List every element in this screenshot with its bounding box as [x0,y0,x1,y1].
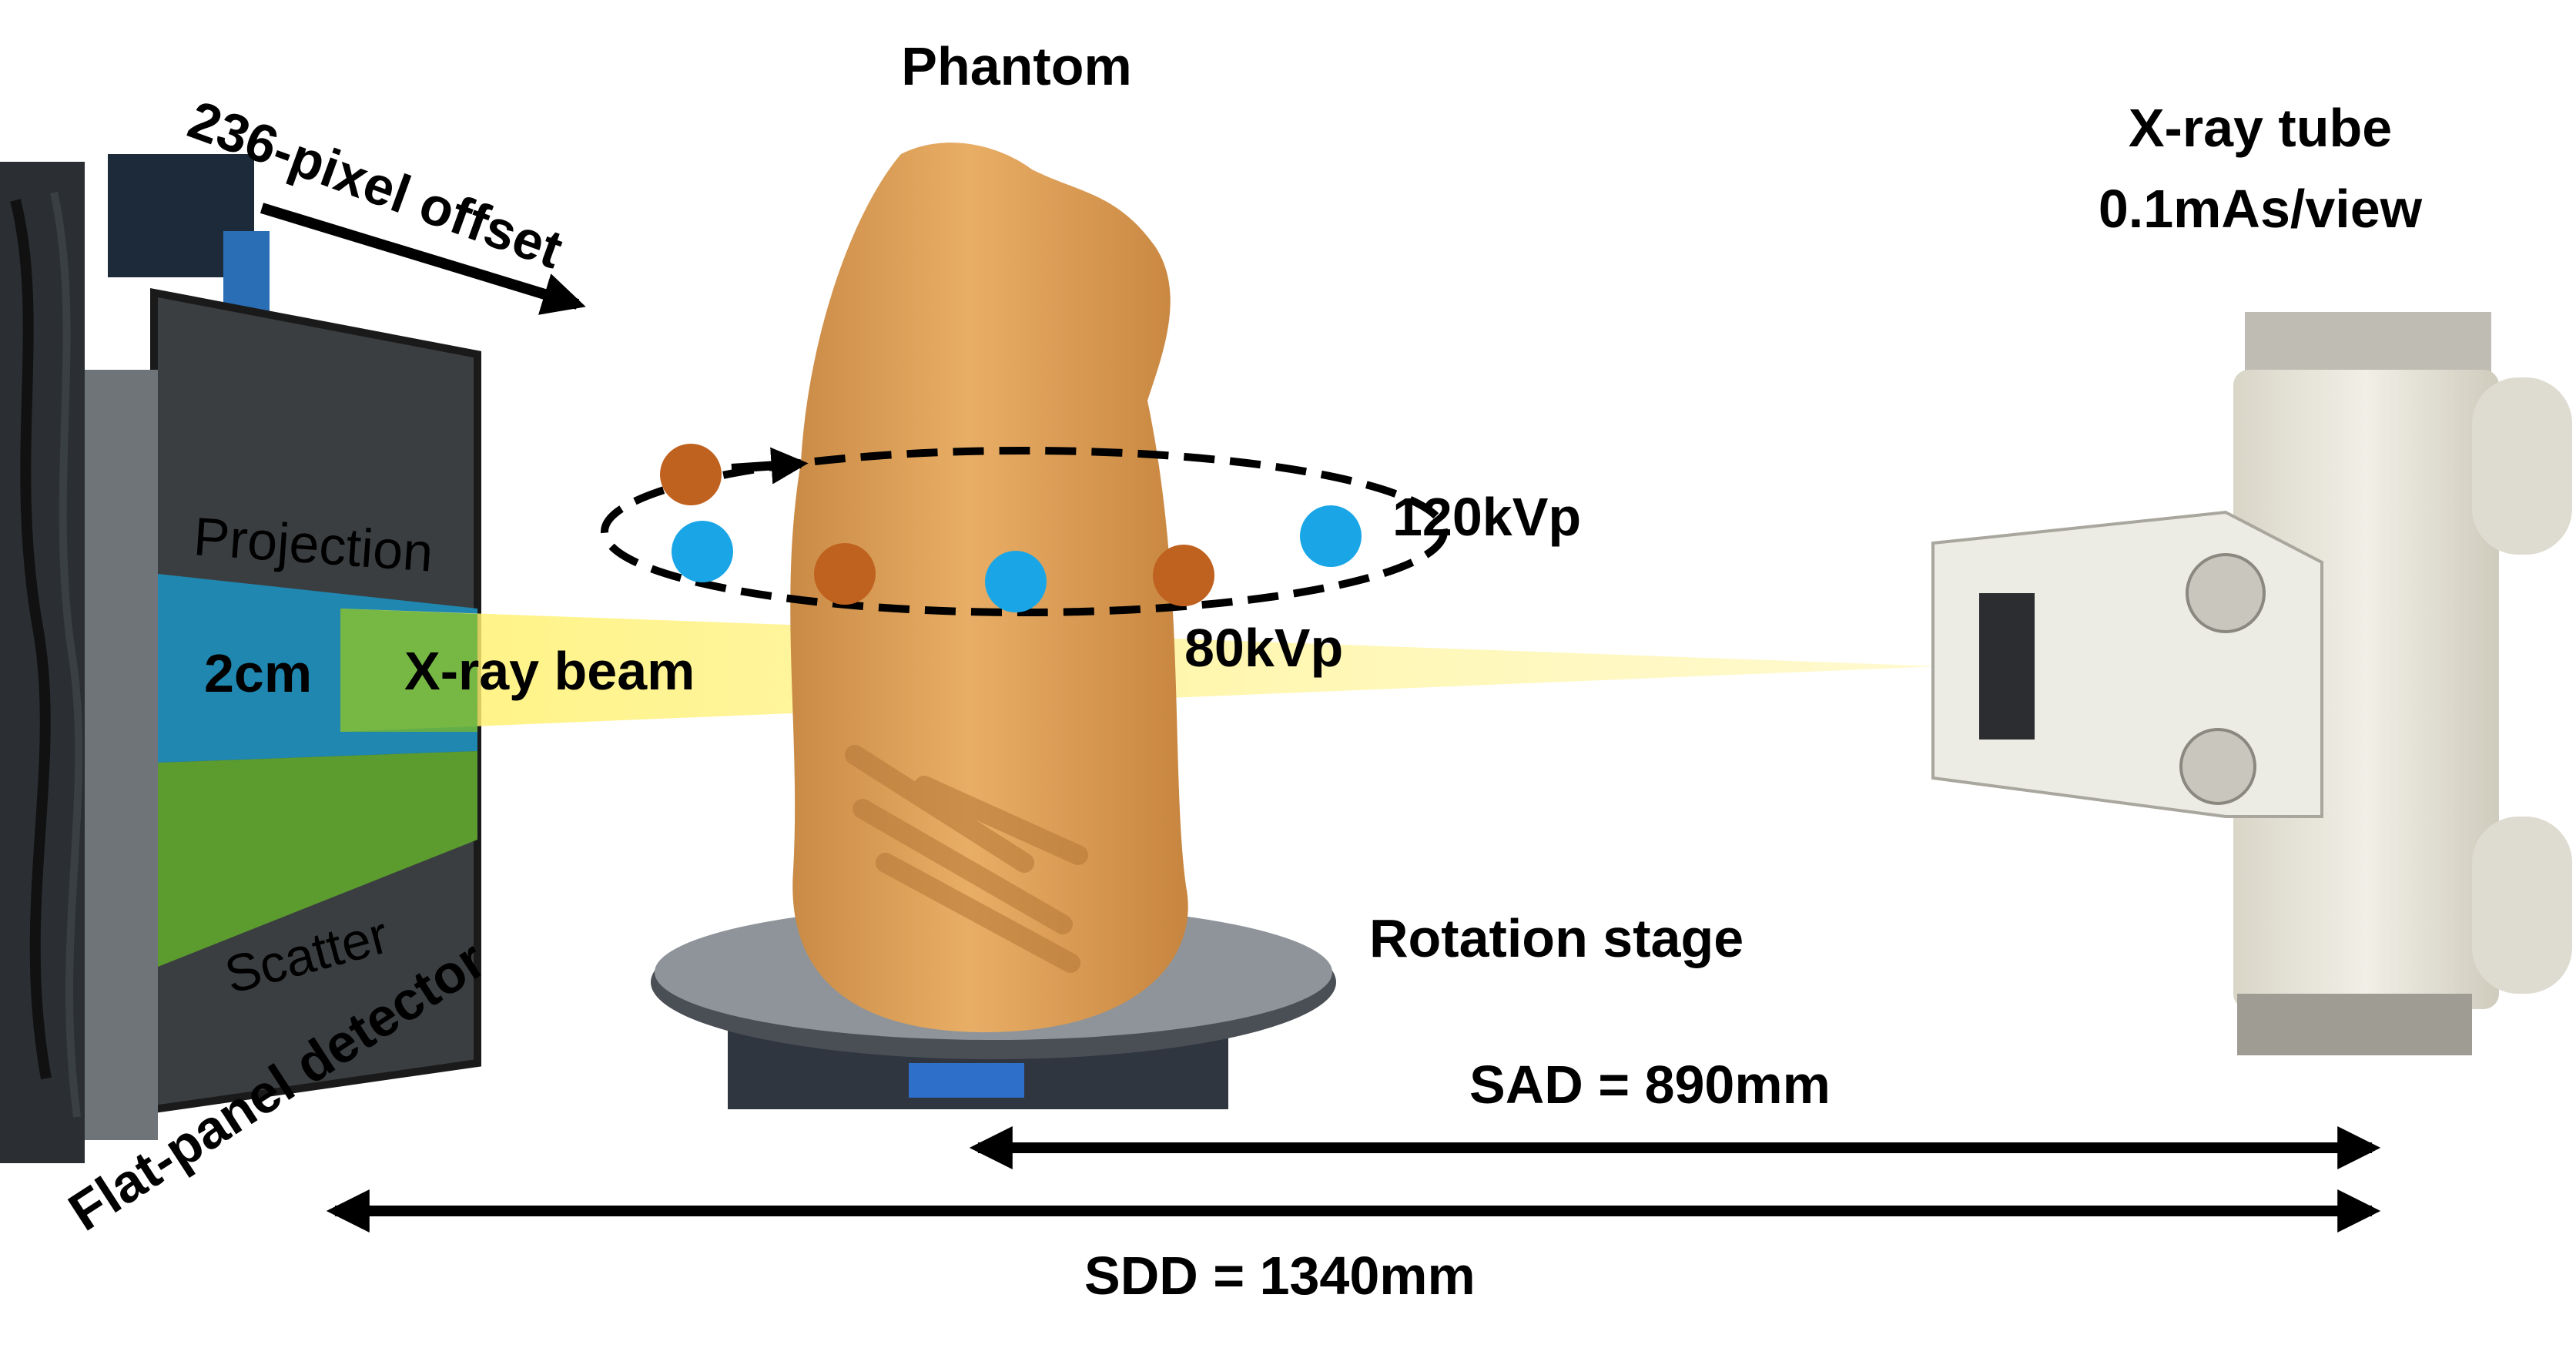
xray-tube [1931,312,2572,1055]
two-cm-label: 2cm [204,643,312,703]
offset-arrow [260,203,586,315]
tube-side-wheel [2472,817,2572,994]
stage-blue-plate [909,1063,1024,1098]
sad-label: SAD = 890mm [1469,1055,1831,1115]
xray-beam-label: X-ray beam [404,641,695,701]
tube-side-wheel [2472,377,2572,555]
rotation-stage-label: Rotation stage [1369,908,1744,968]
source-position-120kvp [672,521,733,582]
orbit-direction-arrow [731,447,809,485]
source-position-120kvp [1300,505,1362,567]
sdd-label: SDD = 1340mm [1084,1246,1476,1306]
detector-side-bar [85,370,158,1140]
phantom-ribs [845,745,1088,973]
xray-tube-label: X-ray tube [2129,98,2392,158]
scatter-band [158,751,477,967]
kvp-high-label: 120kVp [1392,487,1581,547]
detector-cables [50,191,83,1118]
tube-cylinder [2233,370,2499,1009]
source-orbit [601,447,1448,616]
kvp-low-label: 80kVp [1184,618,1343,678]
source-position-120kvp [985,551,1047,612]
tube-top-cap [2245,312,2491,374]
tube-bottom-cap [2237,994,2472,1055]
xray-tube-exposure-label: 0.1mAs/view [2099,179,2423,239]
collimator-knob [2179,728,2256,805]
source-position-80kvp [660,444,722,505]
collimator-window [1979,593,2035,740]
source-position-80kvp [814,543,876,605]
source-position-80kvp [1153,545,1214,606]
detector-cables [10,199,52,1080]
collimator-knob [2186,553,2266,633]
phantom-label: Phantom [901,36,1131,96]
xray-beam-on-detector [340,609,477,732]
